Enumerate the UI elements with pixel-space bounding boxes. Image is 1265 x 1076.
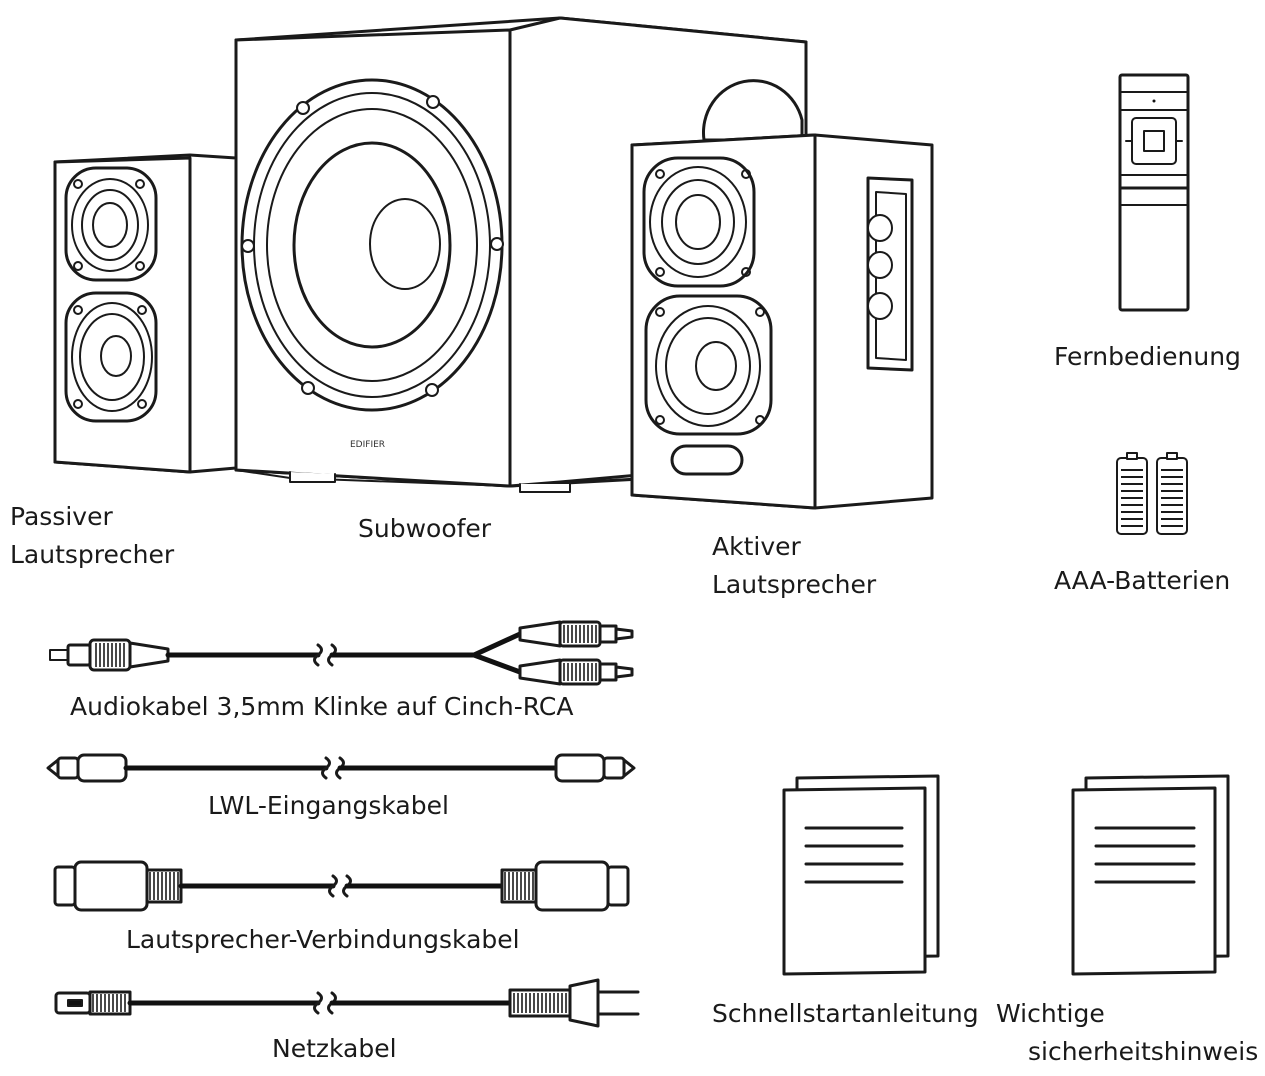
batteries-label: AAA-Batterien: [1054, 566, 1231, 595]
optical-cable-illustration: [46, 753, 636, 783]
subwoofer-label: Subwoofer: [358, 514, 492, 543]
batteries-illustration: [1116, 452, 1188, 535]
power-cable-illustration: [54, 978, 640, 1028]
battery-grooves: [1121, 469, 1183, 527]
cable-grips: [92, 625, 597, 1013]
passive-speaker-label-line2: Lautsprecher: [10, 540, 175, 569]
audio-cable-illustration: [49, 620, 634, 686]
quickstart-label: Schnellstartanleitung: [712, 999, 979, 1028]
speaker-cable-label: Lautsprecher-Verbindungskabel: [126, 925, 520, 954]
passive-speaker-label-line1: Passiver: [10, 502, 113, 531]
passive-speaker-illustration: [53, 153, 238, 474]
active-speaker-label-line1: Aktiver: [712, 532, 801, 561]
safety-label-line1: Wichtige: [996, 999, 1105, 1028]
speaker-cable-illustration: [53, 860, 630, 912]
remote-label: Fernbedienung: [1054, 342, 1241, 371]
active-speaker-illustration: [630, 79, 934, 510]
safety-label-line2: sicherheitshinweis: [1028, 1037, 1259, 1066]
quickstart-manual-illustration: [782, 774, 940, 976]
optical-cable-label: LWL-Eingangskabel: [208, 791, 449, 820]
power-cable-label: Netzkabel: [272, 1034, 397, 1063]
remote-illustration: [1118, 73, 1190, 312]
active-speaker-label-line2: Lautsprecher: [712, 570, 877, 599]
audio-cable-label: Audiokabel 3,5mm Klinke auf Cinch-RCA: [70, 692, 574, 721]
active-speaker-label: Aktiver Lautsprecher: [712, 528, 876, 604]
passive-speaker-label: Passiver Lautsprecher: [10, 498, 174, 574]
safety-manual-illustration: [1071, 774, 1230, 976]
subwoofer-badge: EDIFIER: [350, 440, 385, 450]
